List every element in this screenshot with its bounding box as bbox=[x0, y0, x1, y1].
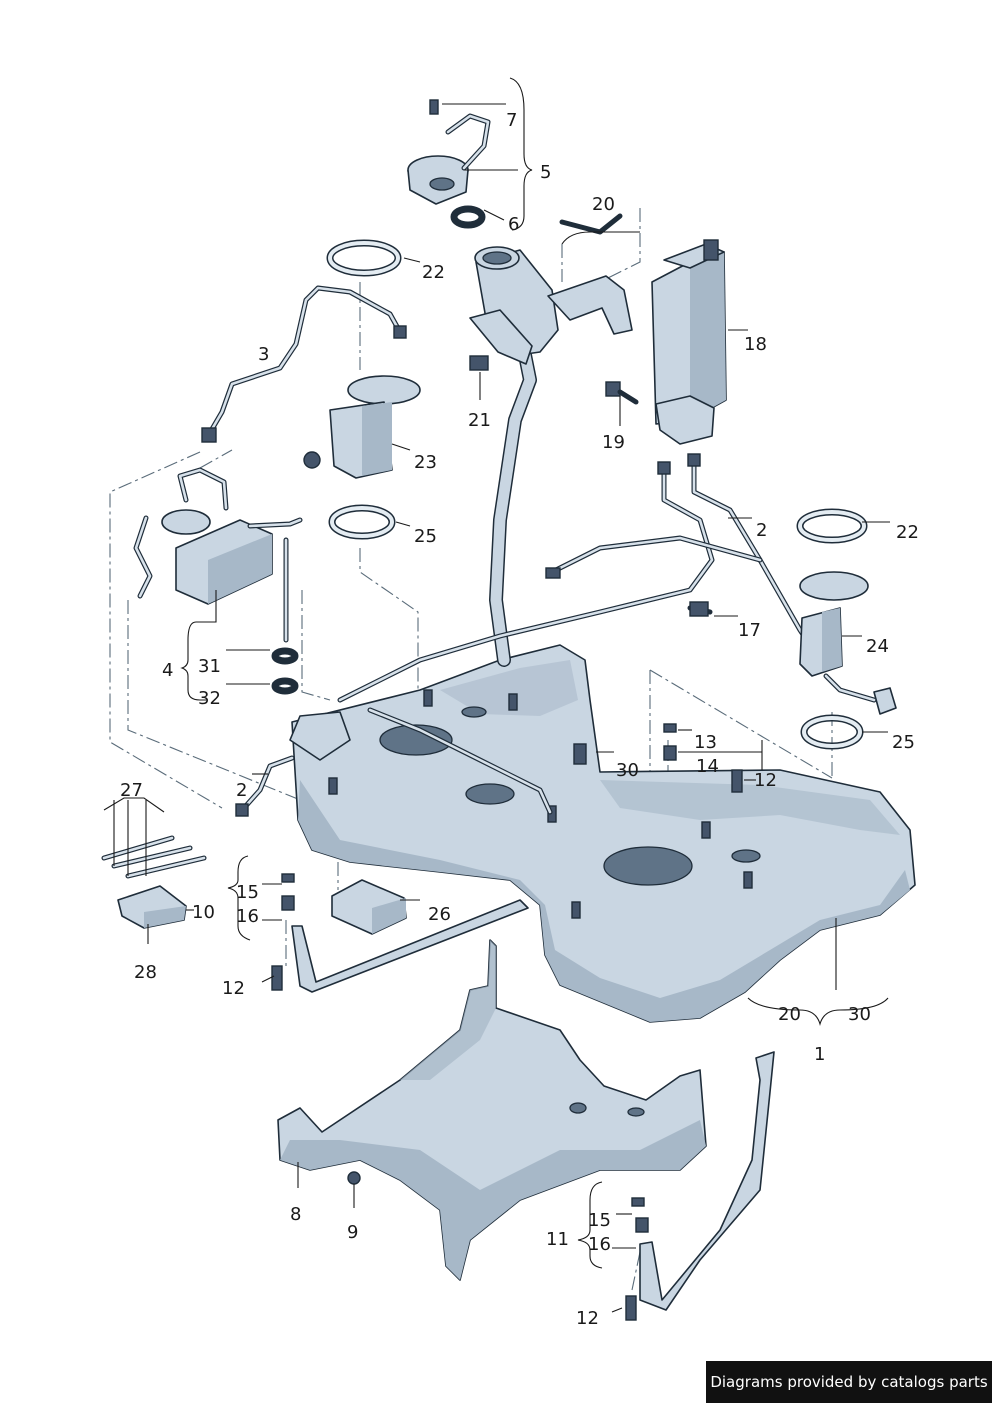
wires-27 bbox=[101, 835, 207, 879]
filler-cap-5 bbox=[407, 99, 491, 229]
bracket-28 bbox=[117, 885, 187, 929]
callout-18: 18 bbox=[744, 334, 767, 355]
callout-14: 14 bbox=[696, 756, 719, 777]
callout-labels: 1 2 2 3 4 5 6 7 8 9 10 11 12 12 12 13 14… bbox=[120, 110, 919, 1329]
callout-30: 30 bbox=[848, 1004, 871, 1025]
callout-8: 8 bbox=[290, 1204, 301, 1225]
carbon-canister bbox=[651, 239, 727, 445]
seal-rings bbox=[271, 239, 868, 750]
callout-27: 27 bbox=[120, 780, 143, 801]
fuel-sender-24 bbox=[799, 571, 897, 715]
tank-studs bbox=[328, 689, 753, 919]
callout-2: 2 bbox=[756, 520, 767, 541]
callout-15: 15 bbox=[588, 1210, 611, 1231]
callout-9: 9 bbox=[347, 1222, 358, 1243]
callout-20: 20 bbox=[778, 1004, 801, 1025]
callout-12: 12 bbox=[576, 1308, 599, 1329]
callout-30: 30 bbox=[616, 760, 639, 781]
callout-24: 24 bbox=[866, 636, 889, 657]
fuel-pump-module-4 bbox=[133, 467, 303, 643]
callout-10: 10 bbox=[192, 902, 215, 923]
callout-2: 2 bbox=[236, 780, 247, 801]
callout-15: 15 bbox=[236, 882, 259, 903]
callout-26: 26 bbox=[428, 904, 451, 925]
leader-lines bbox=[103, 77, 890, 1313]
tank-strap-right bbox=[639, 1051, 775, 1311]
heat-shield-8 bbox=[277, 939, 707, 1281]
callout-7: 7 bbox=[506, 110, 517, 131]
callout-17: 17 bbox=[738, 620, 761, 641]
callout-21: 21 bbox=[468, 410, 491, 431]
callout-1: 1 bbox=[814, 1044, 825, 1065]
tank-strap-left bbox=[291, 899, 529, 993]
credit-banner: Diagrams provided by catalogs parts bbox=[706, 1361, 992, 1403]
fuel-sender-23 bbox=[303, 375, 421, 479]
callout-22: 22 bbox=[896, 522, 919, 543]
callout-22: 22 bbox=[422, 262, 445, 283]
fuel-line-3 bbox=[201, 285, 407, 443]
callout-23: 23 bbox=[414, 452, 437, 473]
callout-25: 25 bbox=[414, 526, 437, 547]
hardware bbox=[271, 213, 743, 1321]
fuel-tank bbox=[289, 644, 916, 1023]
callout-31: 31 bbox=[198, 656, 221, 677]
callout-20: 20 bbox=[592, 194, 615, 215]
callout-5: 5 bbox=[540, 162, 551, 183]
callout-16: 16 bbox=[588, 1234, 611, 1255]
callout-28: 28 bbox=[134, 962, 157, 983]
callout-12: 12 bbox=[222, 978, 245, 999]
callout-6: 6 bbox=[508, 214, 519, 235]
assembly-lines bbox=[109, 208, 833, 1291]
callout-13: 13 bbox=[694, 732, 717, 753]
callout-4: 4 bbox=[162, 660, 173, 681]
callout-12: 12 bbox=[754, 770, 777, 791]
callout-3: 3 bbox=[258, 344, 269, 365]
callout-11: 11 bbox=[546, 1229, 569, 1250]
bracket-26 bbox=[331, 879, 407, 935]
callout-19: 19 bbox=[602, 432, 625, 453]
callout-16: 16 bbox=[236, 906, 259, 927]
callout-32: 32 bbox=[198, 688, 221, 709]
callout-25: 25 bbox=[892, 732, 915, 753]
filler-neck bbox=[469, 246, 633, 667]
